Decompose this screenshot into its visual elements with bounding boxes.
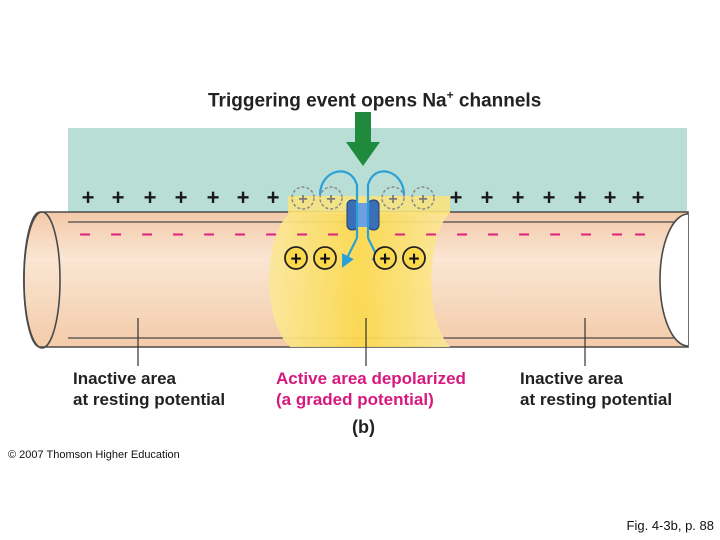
inner-charge-circle	[313, 246, 337, 270]
label-left-line1: Inactive area	[73, 369, 177, 388]
inner-negative-charge: –	[611, 223, 622, 245]
trigger-arrow	[346, 112, 380, 166]
inner-positive-charge: +	[290, 249, 301, 270]
label-right: Inactive area at resting potential	[520, 368, 672, 410]
inner-positive-charge: +	[319, 249, 330, 270]
faded-positive-charge: +	[298, 191, 307, 208]
label-center: Active area depolarized (a graded potent…	[276, 368, 466, 410]
faded-positive-charge: +	[418, 191, 427, 208]
inner-negative-charge: –	[394, 223, 405, 245]
outer-positive-charge: +	[175, 185, 188, 210]
inner-negative-charge: –	[110, 223, 121, 245]
inner-negative-charge: –	[580, 223, 591, 245]
outer-positive-charge: +	[207, 185, 220, 210]
inner-positive-charge: +	[379, 249, 390, 270]
inner-charge-circle	[284, 246, 308, 270]
tube-right-opening	[659, 213, 689, 347]
inner-negative-charge: –	[425, 223, 436, 245]
inner-negative-charge: –	[141, 223, 152, 245]
faded-charge-circle	[291, 186, 315, 210]
inner-negative-charge: –	[327, 223, 338, 245]
inner-charge-circle	[402, 246, 426, 270]
tube-left-end	[23, 211, 61, 349]
outer-positive-charge: +	[574, 185, 587, 210]
outer-positive-charge: +	[604, 185, 617, 210]
title-superscript: +	[446, 88, 454, 102]
inner-negative-charge: –	[487, 223, 498, 245]
label-center-line1: Active area depolarized	[276, 369, 466, 388]
outer-positive-charge: +	[481, 185, 494, 210]
inner-charge-circle	[373, 246, 397, 270]
inner-negative-charge: –	[634, 223, 645, 245]
faded-charge-circle	[411, 186, 435, 210]
faded-positive-charge: +	[326, 191, 335, 208]
inner-negative-charge: –	[234, 223, 245, 245]
outer-positive-charge: +	[267, 185, 280, 210]
outer-positive-charge: +	[237, 185, 250, 210]
label-center-line2: (a graded potential)	[276, 390, 434, 409]
inner-negative-charge: –	[79, 223, 90, 245]
inner-negative-charge: –	[265, 223, 276, 245]
figure-reference: Fig. 4-3b, p. 88	[626, 518, 714, 533]
inner-negative-charge: –	[172, 223, 183, 245]
inner-negative-charge: –	[456, 223, 467, 245]
panel-label: (b)	[352, 417, 375, 437]
outer-positive-charge: +	[512, 185, 525, 210]
copyright: © 2007 Thomson Higher Education	[8, 449, 180, 461]
label-right-line2: at resting potential	[520, 390, 673, 409]
faded-charge-circle	[319, 186, 343, 210]
inner-negative-charge: –	[518, 223, 529, 245]
label-left-line2: at resting potential	[73, 390, 226, 409]
na-channel	[346, 199, 380, 231]
inner-negative-charge: –	[203, 223, 214, 245]
inner-positive-charge: +	[408, 249, 419, 270]
faded-positive-charge: +	[388, 191, 397, 208]
outer-positive-charge: +	[632, 185, 645, 210]
diagram-title: Triggering event opens Na+ channels	[208, 88, 541, 112]
inner-negative-charge: –	[296, 223, 307, 245]
title-text: Triggering event opens Na	[208, 90, 447, 112]
label-left: Inactive area at resting potential	[73, 368, 225, 410]
outer-positive-charge: +	[543, 185, 556, 210]
active-area	[269, 212, 450, 347]
title-suffix: channels	[453, 90, 542, 112]
outer-positive-charge: +	[450, 185, 463, 210]
outer-positive-charge: +	[82, 185, 95, 210]
inner-negative-charge: –	[549, 223, 560, 245]
outer-positive-charge: +	[112, 185, 125, 210]
label-right-line1: Inactive area	[520, 369, 624, 388]
ion-flow-arrows	[318, 170, 406, 268]
faded-charge-circle	[381, 186, 405, 210]
outer-positive-charge: +	[144, 185, 157, 210]
